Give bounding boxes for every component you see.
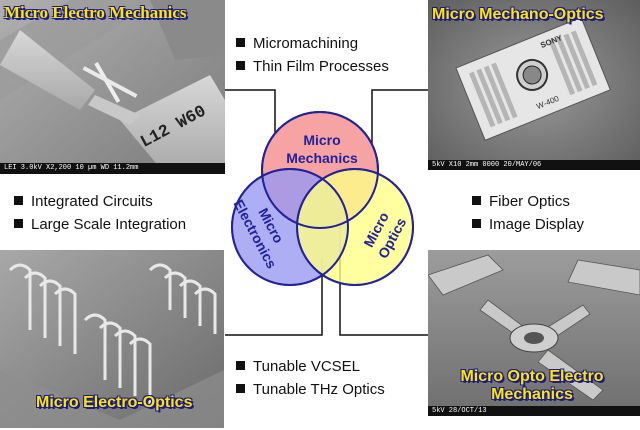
bullets-bottom: Tunable VCSEL Tunable THz Optics xyxy=(236,355,385,401)
sem-image-comb-array xyxy=(0,250,224,428)
label-micro-mechanics-line2: Mechanics xyxy=(286,150,358,166)
bullet-square-icon xyxy=(236,61,245,70)
bullet-square-icon xyxy=(472,219,481,228)
bullet-item: Integrated Circuits xyxy=(14,190,186,213)
connector-bottom-left xyxy=(225,258,323,336)
bullet-item: Tunable VCSEL xyxy=(236,355,385,378)
sem-info-bar: 5kV X10 2mm 0000 20/MAY/06 xyxy=(432,161,542,169)
bullet-item: Tunable THz Optics xyxy=(236,378,385,401)
title-line-2: Mechanics xyxy=(491,385,573,403)
title-line-1: Micro Opto Electro xyxy=(460,368,604,385)
bullet-item: Image Display xyxy=(472,213,584,236)
bullet-square-icon xyxy=(14,219,23,228)
bullet-item: Fiber Optics xyxy=(472,190,584,213)
photo-micro-electro-mechanics: L12 W60 LEI 3.0kV X2,200 10 µm WD 11.2mm… xyxy=(0,0,225,174)
bullet-square-icon xyxy=(472,196,481,205)
bullet-square-icon xyxy=(236,361,245,370)
title-micro-electro-mechanics: Micro Electro Mechanics xyxy=(4,3,187,22)
sem-info-bar: LEI 3.0kV X2,200 10 µm WD 11.2mm xyxy=(4,164,139,172)
bullet-item: Large Scale Integration xyxy=(14,213,186,236)
sem-image-optical-device xyxy=(428,0,640,170)
bullet-square-icon xyxy=(236,38,245,47)
title-micro-electro-optics: Micro Electro-Optics xyxy=(36,394,193,411)
bullet-item: Micromachining xyxy=(236,32,389,55)
bullet-item: Thin Film Processes xyxy=(236,55,389,78)
label-micro-mechanics-line1: Micro xyxy=(303,132,340,148)
bullet-square-icon xyxy=(236,384,245,393)
photo-micro-mechano-optics: SONY W-400 5kV X10 2mm 0000 20/MAY/06 Mi… xyxy=(428,0,640,170)
sem-image-membrane xyxy=(428,250,640,416)
sem-image-actuator xyxy=(0,0,225,174)
photo-micro-opto-electro-mechanics: 5kV 28/OCT/13 Micro Opto Electro Mechani… xyxy=(428,250,640,416)
sem-info-bar: 5kV 28/OCT/13 xyxy=(432,407,487,415)
photo-micro-electro-optics: Micro Electro-Optics xyxy=(0,250,224,428)
bullet-square-icon xyxy=(14,196,23,205)
venn-outlines xyxy=(231,111,414,286)
bullets-left: Integrated Circuits Large Scale Integrat… xyxy=(14,190,186,236)
bullets-right: Fiber Optics Image Display xyxy=(472,190,584,236)
title-micro-mechano-optics: Micro Mechano-Optics xyxy=(432,6,604,23)
bullets-top: Micromachining Thin Film Processes xyxy=(236,32,389,78)
title-micro-opto-electro-mechanics: Micro Opto Electro Mechanics xyxy=(442,368,622,403)
